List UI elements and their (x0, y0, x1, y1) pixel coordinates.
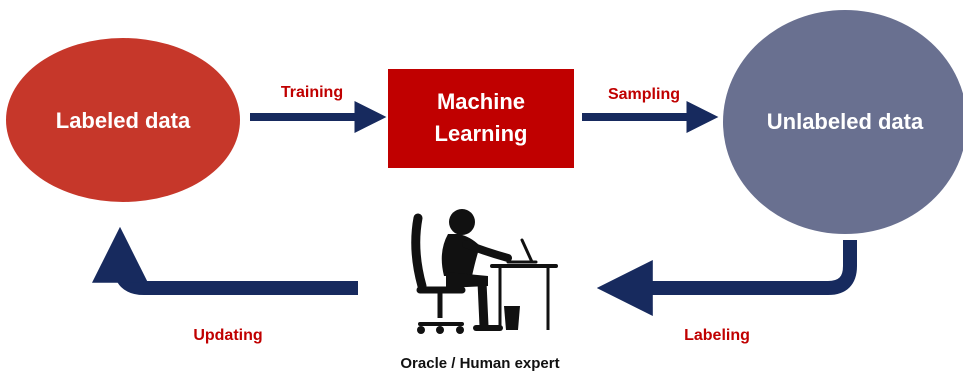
sampling-label: Sampling (608, 86, 680, 103)
training-label: Training (281, 84, 343, 101)
person-at-desk-icon (411, 209, 558, 334)
sampling-edge: Sampling (582, 86, 719, 133)
updating-edge: Updating (92, 226, 358, 344)
machine-learning-label-line2: Learning (435, 121, 528, 146)
labeling-arrow (596, 240, 857, 316)
training-edge: Training (250, 84, 387, 133)
unlabeled-data-label: Unlabeled data (767, 109, 924, 134)
labeling-label: Labeling (684, 327, 750, 344)
labeled-data-label: Labeled data (56, 108, 191, 133)
updating-arrow (92, 226, 358, 295)
oracle-caption: Oracle / Human expert (400, 355, 559, 372)
machine-learning-label-line1: Machine (437, 89, 525, 114)
machine-learning-node: Machine Learning (388, 69, 574, 168)
updating-label: Updating (193, 327, 262, 344)
labeling-edge: Labeling (596, 240, 857, 344)
labeled-data-node: Labeled data (6, 38, 240, 202)
unlabeled-data-node: Unlabeled data (723, 10, 963, 234)
